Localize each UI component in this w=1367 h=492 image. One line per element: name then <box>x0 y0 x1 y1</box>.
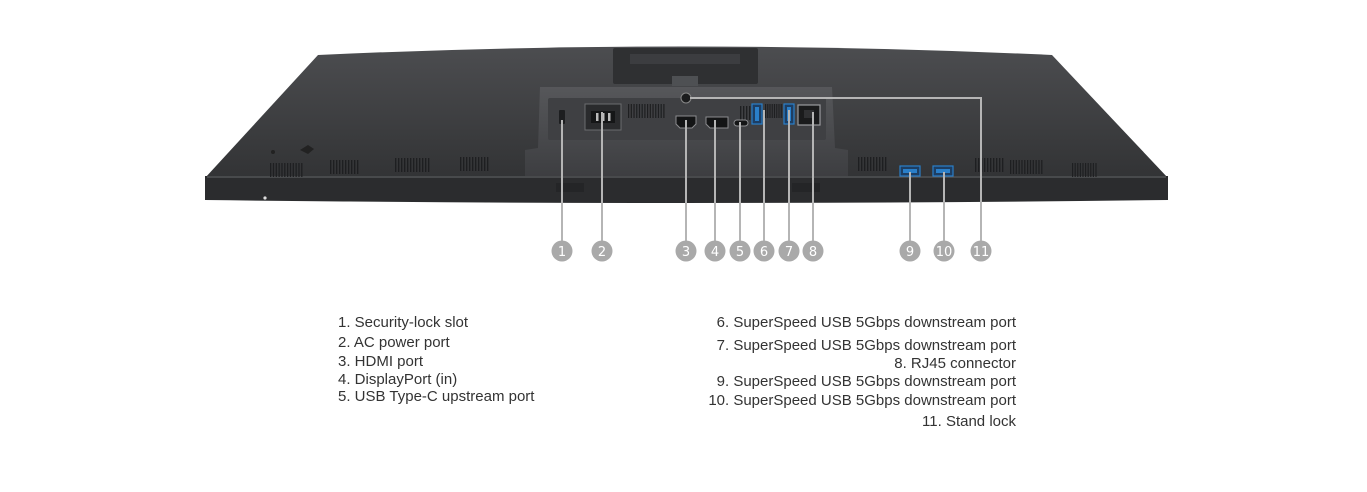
callout-10: 10 <box>933 240 955 262</box>
callout-number: 11 <box>973 245 990 260</box>
power-led <box>263 196 267 200</box>
legend-item: 9. SuperSpeed USB 5Gbps downstream port <box>716 373 1016 390</box>
callout-2: 2 <box>591 240 613 262</box>
left-foot-slot <box>556 183 584 192</box>
legend-item: 4. DisplayPort (in) <box>338 371 458 388</box>
right-foot-slot <box>792 183 820 192</box>
callout-number: 5 <box>736 245 744 260</box>
security-lock-slot <box>559 110 565 124</box>
legend-item: 3. HDMI port <box>338 353 424 370</box>
callout-8: 8 <box>802 240 824 262</box>
callout-number: 7 <box>785 245 793 260</box>
callout-1: 1 <box>551 240 573 262</box>
callout-number: 1 <box>558 245 566 260</box>
legend-item: 7. SuperSpeed USB 5Gbps downstream port <box>716 337 1016 354</box>
callout-number: 10 <box>936 245 953 260</box>
displayport-port <box>705 116 729 129</box>
leader-lines <box>561 97 982 241</box>
callout-number: 6 <box>760 245 768 260</box>
stand-mount-tab <box>672 76 698 86</box>
callout-number: 3 <box>682 245 690 260</box>
callout-number: 4 <box>711 245 719 260</box>
joystick-button <box>300 145 314 154</box>
callout-7: 7 <box>778 240 800 262</box>
callout-3: 3 <box>675 240 697 262</box>
stand-mount-notch <box>630 54 740 64</box>
legend-item: 5. USB Type-C upstream port <box>338 388 535 405</box>
usb-port-6 <box>751 103 763 125</box>
vent-grilles <box>270 104 1097 177</box>
legend-item: 11. Stand lock <box>922 413 1016 430</box>
legend-left-column: 1. Security-lock slot 2. AC power port 3. … <box>338 314 578 414</box>
legend-item: 8. RJ45 connector <box>894 355 1016 372</box>
callout-number: 2 <box>598 245 606 260</box>
legend-right-column: 6. SuperSpeed USB 5Gbps downstream port 7… <box>680 314 1016 434</box>
callout-number: 9 <box>906 245 914 260</box>
callout-markers: 1 2 3 4 5 6 7 8 9 10 11 <box>551 240 992 262</box>
control-button <box>271 150 275 154</box>
legend-item: 6. SuperSpeed USB 5Gbps downstream port <box>716 314 1016 331</box>
callout-4: 4 <box>704 240 726 262</box>
callout-5: 5 <box>729 240 751 262</box>
callout-11: 11 <box>970 240 992 262</box>
callout-6: 6 <box>753 240 775 262</box>
rj45-port <box>797 104 821 126</box>
callout-9: 9 <box>899 240 921 262</box>
legend-item: 2. AC power port <box>338 334 450 351</box>
legend-item: 10. SuperSpeed USB 5Gbps downstream port <box>708 392 1016 409</box>
legend-item: 1. Security-lock slot <box>338 314 469 331</box>
callout-number: 8 <box>809 245 817 260</box>
stand-lock-button <box>680 92 692 104</box>
